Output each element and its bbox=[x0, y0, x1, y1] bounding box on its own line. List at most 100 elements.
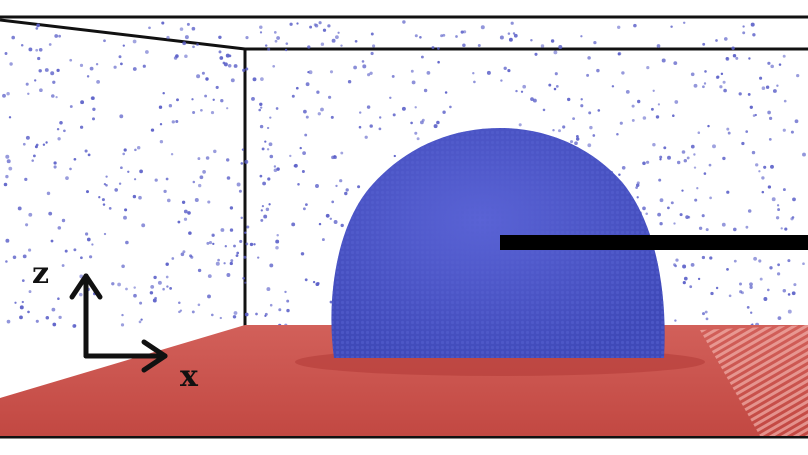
vapor-particle bbox=[205, 156, 210, 160]
vapor-particle bbox=[218, 35, 222, 40]
vapor-particle bbox=[56, 127, 60, 131]
vapor-particle bbox=[361, 60, 365, 63]
vapor-particle bbox=[682, 264, 687, 269]
vapor-particle bbox=[166, 285, 169, 288]
vapor-particle bbox=[87, 153, 91, 157]
vapor-particle bbox=[260, 218, 264, 222]
vapor-particle bbox=[260, 106, 263, 109]
vapor-particle bbox=[707, 124, 710, 128]
vapor-particle bbox=[239, 239, 243, 243]
vapor-particle bbox=[213, 149, 217, 154]
vapor-particle bbox=[246, 225, 250, 229]
vapor-particle bbox=[17, 206, 22, 211]
vapor-particle bbox=[747, 92, 751, 96]
vapor-particle bbox=[189, 254, 193, 258]
vapor-particle bbox=[197, 303, 201, 307]
vapor-particle bbox=[670, 25, 673, 28]
vapor-particle bbox=[171, 257, 175, 260]
vapor-particle bbox=[318, 21, 322, 25]
vapor-particle bbox=[273, 31, 277, 34]
vapor-particle bbox=[650, 107, 654, 111]
vapor-particle bbox=[251, 96, 255, 101]
vapor-particle bbox=[645, 212, 648, 216]
vapor-particle bbox=[663, 146, 667, 150]
vapor-particle bbox=[284, 290, 287, 294]
vapor-particle bbox=[105, 175, 108, 178]
vapor-particle bbox=[652, 89, 655, 92]
vapor-particle bbox=[732, 53, 737, 58]
vapor-particle bbox=[301, 170, 305, 173]
z-axis-arrowhead bbox=[69, 273, 103, 300]
vapor-particle bbox=[132, 194, 137, 199]
vapor-particle bbox=[166, 198, 171, 203]
vapor-particle bbox=[37, 56, 41, 61]
vapor-particle bbox=[393, 154, 396, 158]
vapor-particle bbox=[89, 255, 93, 259]
vapor-particle bbox=[261, 147, 265, 151]
vapor-particle bbox=[249, 242, 254, 247]
vapor-particle bbox=[42, 143, 46, 146]
probe-rod bbox=[500, 235, 808, 250]
vapor-particle bbox=[558, 45, 563, 49]
vapor-particle bbox=[177, 220, 181, 224]
vapor-particle bbox=[4, 52, 8, 55]
vapor-particle bbox=[587, 143, 592, 148]
vapor-particle bbox=[180, 252, 185, 257]
vapor-particle bbox=[2, 93, 6, 98]
z-axis-label: z bbox=[32, 256, 49, 291]
vapor-particle bbox=[22, 254, 27, 259]
vapor-particle bbox=[291, 222, 296, 227]
vapor-particle bbox=[145, 50, 149, 54]
vapor-particle bbox=[586, 73, 590, 77]
vapor-particle bbox=[661, 58, 666, 63]
vapor-particle bbox=[340, 44, 343, 47]
vapor-particle bbox=[449, 105, 452, 109]
vapor-particle bbox=[767, 288, 770, 292]
vapor-particle bbox=[125, 287, 128, 291]
vapor-particle bbox=[165, 262, 169, 266]
vapor-particle bbox=[132, 39, 137, 44]
vapor-particle bbox=[751, 150, 756, 155]
vapor-particle bbox=[670, 201, 674, 205]
vapor-particle bbox=[540, 44, 545, 48]
vapor-particle bbox=[219, 56, 224, 60]
vapor-particle bbox=[53, 161, 57, 165]
vapor-particle bbox=[269, 263, 274, 268]
vapor-particle bbox=[414, 106, 417, 109]
vapor-particle bbox=[683, 276, 688, 281]
vapor-particle bbox=[235, 254, 239, 257]
vapor-particle bbox=[353, 65, 357, 70]
vapor-particle bbox=[442, 33, 446, 37]
vapor-particle bbox=[73, 324, 77, 327]
vapor-particle bbox=[176, 98, 179, 102]
vapor-particle bbox=[721, 222, 726, 227]
vapor-particle bbox=[108, 207, 112, 210]
vapor-particle bbox=[182, 250, 186, 254]
vapor-particle bbox=[259, 31, 263, 34]
vapor-particle bbox=[513, 33, 518, 38]
vapor-particle bbox=[689, 285, 693, 289]
vapor-particle bbox=[245, 67, 249, 71]
vapor-particle bbox=[293, 164, 297, 168]
vapor-particle bbox=[46, 191, 51, 196]
vapor-particle bbox=[741, 141, 745, 146]
vapor-particle bbox=[790, 130, 794, 134]
vapor-particle bbox=[690, 144, 695, 149]
vapor-particle bbox=[263, 214, 268, 219]
vapor-particle bbox=[580, 104, 584, 108]
vapor-particle bbox=[218, 50, 222, 54]
vapor-particle bbox=[378, 127, 382, 131]
vapor-particle bbox=[369, 124, 373, 128]
vapor-particle bbox=[777, 208, 781, 212]
vapor-particle bbox=[178, 301, 181, 305]
vapor-particle bbox=[782, 128, 786, 132]
vapor-particle bbox=[690, 263, 695, 267]
vapor-particle bbox=[370, 32, 374, 36]
vapor-particle bbox=[682, 21, 686, 25]
vapor-particle bbox=[518, 123, 522, 127]
vapor-particle bbox=[642, 206, 646, 211]
vapor-particle bbox=[266, 287, 271, 292]
box-top-left-edge bbox=[0, 18, 246, 51]
vapor-particle bbox=[121, 264, 125, 269]
